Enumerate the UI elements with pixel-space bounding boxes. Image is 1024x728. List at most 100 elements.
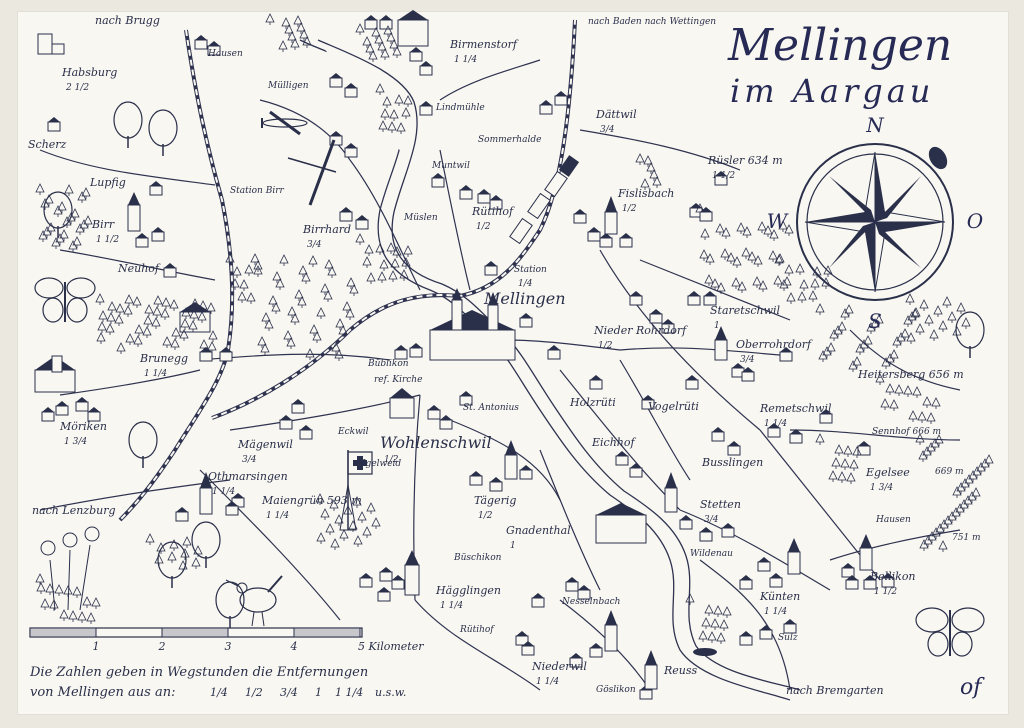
place-label: Müslen	[403, 213, 438, 223]
place-label: Mägenwil	[237, 438, 293, 451]
place-label: Othmarsingen	[208, 470, 288, 483]
place-label: Bellikon	[869, 570, 916, 583]
place-distance: 3/4	[600, 125, 615, 135]
place-label: Scherz	[28, 138, 67, 151]
place-label: Hausen	[207, 49, 243, 59]
beetle-illustration	[928, 146, 948, 170]
scale-tick: 3	[225, 640, 232, 653]
habsburg-castle	[37, 33, 53, 55]
roads	[39, 59, 961, 691]
place-distance: 1 1/4	[764, 419, 787, 429]
compass-n: N	[865, 113, 885, 137]
place-label: nach Baden nach Wettingen	[588, 17, 716, 27]
place-distance: 1 1/4	[454, 55, 477, 65]
footer-fraction: 3/4	[280, 686, 298, 699]
place-distance: 1/2	[384, 455, 399, 465]
place-label: Birr	[91, 218, 115, 231]
forest-areas	[35, 13, 994, 644]
place-label: Wohlenschwil	[380, 433, 492, 452]
place-label: Brunegg	[139, 352, 188, 365]
place-label: Birmenstorf	[449, 38, 519, 51]
reuss-river	[299, 39, 801, 701]
place-label: Büblikon	[367, 359, 409, 369]
place-distance: 3/4	[740, 355, 755, 365]
butterfly-right-illustration	[915, 607, 985, 657]
glider-illustration	[287, 139, 337, 206]
place-label: Vogelrüti	[648, 400, 699, 413]
place-distance: 1 1/4	[764, 607, 787, 617]
place-label: Gnadenthal	[506, 524, 571, 537]
place-distance: 1 1/4	[144, 369, 167, 379]
place-label: Staretschwil	[710, 304, 781, 317]
footer-fraction: u.s.w.	[375, 686, 406, 699]
place-label: nach Lenzburg	[32, 504, 116, 517]
footer-line-1: Die Zahlen geben in Wegstunden die Entfe…	[29, 665, 368, 680]
place-label: Wildenau	[690, 549, 733, 559]
dandelion-illustration	[40, 526, 100, 611]
place-label: Sulz	[778, 633, 798, 643]
place-label: Rüsler 634 m	[707, 154, 783, 167]
place-distance: 1/2	[478, 511, 493, 521]
place-label: Mülligen	[267, 81, 309, 91]
place-label: Eckwil	[337, 427, 369, 437]
place-label: Tägerig	[474, 494, 516, 507]
mellingen-town	[429, 288, 516, 361]
place-label: Lupfig	[89, 176, 126, 189]
place-distance: 1 1/4	[536, 677, 559, 687]
place-label: Igelweid	[361, 459, 401, 469]
place-label: Heitersberg 656 m	[857, 368, 964, 381]
place-label: Maiengrün 593 m	[261, 494, 362, 507]
place-distance: 1 1/2	[96, 235, 119, 245]
compass-rose: N S W O	[767, 113, 983, 333]
place-label: Sennhof 666 m	[872, 427, 941, 437]
place-label: Fislisbach	[617, 187, 674, 200]
artist-signature: of	[960, 675, 985, 700]
footer-fraction: 1 1/4	[335, 686, 363, 699]
place-label: Holzrüti	[569, 396, 616, 409]
place-label: Remetschwil	[759, 402, 832, 415]
place-label: Mellingen	[483, 289, 566, 308]
footer-fraction: 1/4	[210, 686, 228, 699]
map-subtitle: im Aargau	[730, 72, 934, 110]
compass-o: O	[967, 209, 983, 233]
place-label: Künten	[759, 590, 800, 603]
place-distance: 1 3/4	[870, 483, 893, 493]
place-distance: 1/4	[518, 279, 533, 289]
train-illustration	[509, 155, 580, 245]
compass-w: W	[767, 209, 789, 233]
place-distance: 3/4	[307, 240, 322, 250]
place-label: Rütihof	[459, 625, 495, 635]
place-label: Dättwil	[595, 108, 637, 121]
butterfly-left-illustration	[34, 277, 96, 323]
compass-s: S	[868, 309, 882, 333]
village-buildings	[34, 10, 895, 700]
swiss-flag-tower	[339, 450, 373, 531]
place-label: Stetten	[700, 498, 741, 511]
place-distance: 1/2	[476, 222, 491, 232]
place-label: Birrhard	[302, 223, 351, 236]
place-label: ref. Kirche	[374, 375, 422, 385]
place-label: Station	[514, 265, 547, 275]
place-label: Egelsee	[865, 466, 910, 479]
place-label: Nesselnbach	[561, 597, 620, 607]
place-label: 669 m	[935, 467, 964, 477]
place-label: Hausen	[875, 515, 911, 525]
place-distance: 3/4	[704, 515, 719, 525]
place-distance: 1 3/4	[64, 437, 87, 447]
place-label: Rütihof	[471, 205, 515, 218]
place-label: Reuss	[663, 664, 698, 677]
bird-illustration	[225, 575, 283, 627]
place-distance: 3/4	[242, 455, 257, 465]
airplane-illustration	[261, 110, 308, 136]
place-label: 751 m	[952, 533, 981, 543]
gnadenthal-building	[595, 514, 647, 544]
place-distance: 1	[510, 541, 516, 551]
fish-illustration	[693, 648, 717, 656]
place-label: Göslikon	[596, 685, 636, 695]
scale-tick: 4	[290, 640, 298, 653]
place-label: Nieder Rohrdorf	[593, 324, 688, 337]
place-distance: 1/2	[598, 341, 613, 351]
place-distance: 1 1/4	[212, 487, 235, 497]
